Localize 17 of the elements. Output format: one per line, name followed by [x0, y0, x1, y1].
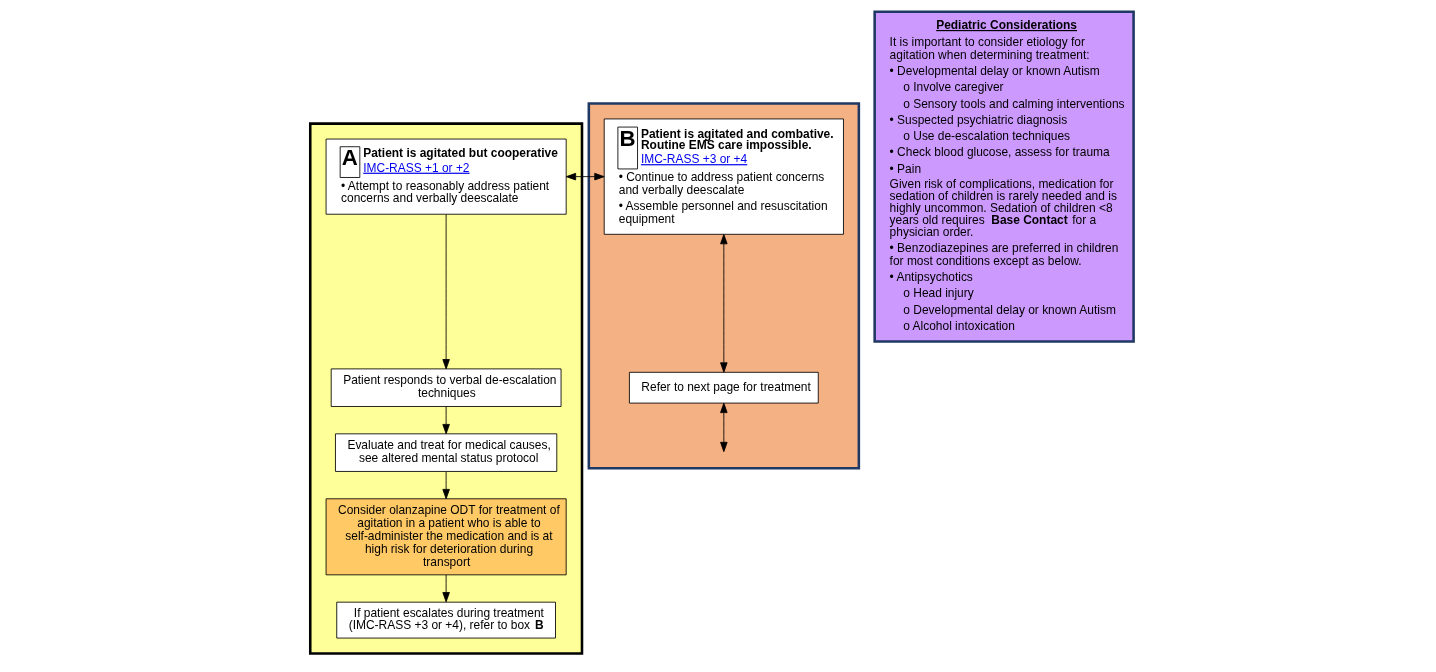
- node-box: If patient escalates during treatment (IMC-RASS +3 or +4), refer to box B: [335, 601, 556, 639]
- arrow: [719, 234, 728, 373]
- node-box: Refer to next page for treatment: [628, 371, 819, 404]
- cluster: [587, 102, 860, 470]
- arrow: [441, 406, 450, 435]
- arrow: [565, 172, 605, 181]
- arrow: [441, 214, 450, 370]
- node-box: Pediatric Considerations It is important to consider etiology for agitation when determining treatment: • Developmental delay or known Autism o Involve caregiver o Sensory tools and calming interventions • Suspected psychiatric diagnosis o Use de-escalation techniques • Check blood glucose, assess for trauma • Pain Given risk of complications, medication for sedation of children is rarely needed and is highly uncommon. Sedation of children <8 years old requires Base Contact for a physician order. • Benzodiazepines are preferred in children for most conditions except as below. • Antipsychotics o Head injury o Developmental delay or known Autism o Alcohol intoxication: [872, 10, 1135, 343]
- node-box: Patient responds to verbal de-escalation techniques: [330, 368, 561, 407]
- node-box: Consider olanzapine ODT for treatment of agitation in a patient who is able to self-administer the medication and is at high risk for deterioration during transport: [325, 498, 567, 576]
- node-box: B Patient is agitated and combative. Routine EMS care impossible. IMC-RASS +3 or +4 • Continue to address patient concerns and verbally deescalate • Assemble personnel and resuscitation equipment: [603, 118, 844, 235]
- arrow: [719, 402, 728, 453]
- node-box: A Patient is agitated but cooperative IMC-RASS +1 or +2 • Attempt to reasonably address patient concerns and verbally deescalate: [325, 138, 567, 215]
- node-box: Evaluate and treat for medical causes, see altered mental status protocol: [334, 433, 557, 472]
- arrow: [441, 574, 450, 603]
- arrow: [441, 471, 450, 500]
- cluster: [308, 122, 583, 655]
